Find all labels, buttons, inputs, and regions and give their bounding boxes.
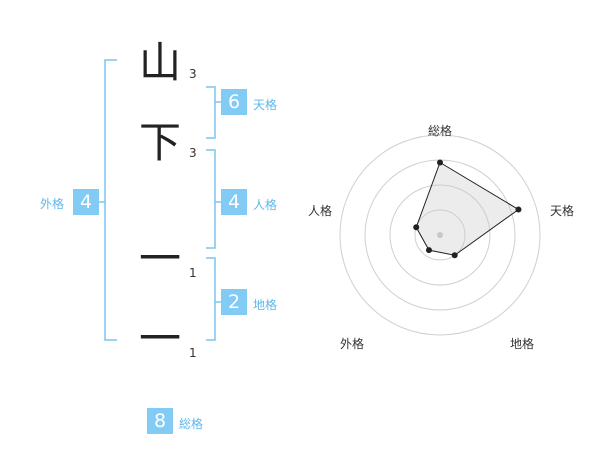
- name-char-3: 一: [138, 234, 181, 283]
- tenkaku-bracket: [206, 86, 216, 139]
- radar-point-1: [437, 159, 443, 166]
- chikaku-label: 地格: [253, 298, 278, 312]
- chikaku-badge: 2: [221, 289, 247, 315]
- radar-grid-ring: [414, 209, 466, 261]
- radar-label-chikaku: 地格: [510, 337, 535, 351]
- tenkaku-label: 天格: [253, 98, 278, 112]
- jinkaku-bracket: [206, 149, 216, 249]
- stroke-count-2: 3: [189, 146, 197, 160]
- radar-label-jinkaku: 人格: [308, 204, 333, 218]
- radar-label-gaikaku: 外格: [340, 337, 365, 351]
- jinkaku-badge: 4: [221, 189, 247, 215]
- soukaku-badge: 8: [147, 408, 173, 434]
- gaikaku-badge: 4: [73, 189, 99, 215]
- radar-point-4: [425, 247, 432, 254]
- stroke-count-4: 1: [189, 346, 197, 360]
- tenkaku-badge: 6: [221, 89, 247, 115]
- name-char-1: 山: [138, 38, 181, 87]
- radar-grid-ring: [389, 184, 491, 286]
- radar-point-2: [515, 206, 522, 213]
- radar-label-soukaku: 総格: [428, 124, 453, 138]
- name-char-2: 下: [138, 118, 181, 167]
- radar-label-tenkaku: 天格: [550, 204, 575, 218]
- radar-point-3: [451, 252, 458, 259]
- soukaku-label: 総格: [179, 417, 204, 431]
- radar-point-5: [413, 224, 420, 231]
- stroke-count-1: 3: [189, 67, 197, 81]
- jinkaku-label: 人格: [253, 198, 278, 212]
- radar-data-polygon: [415, 161, 520, 256]
- gaikaku-bracket: [104, 59, 117, 341]
- chikaku-bracket: [206, 257, 216, 341]
- stroke-count-3: 1: [189, 266, 197, 280]
- radar-center-dot: [437, 232, 443, 238]
- radar-grid-ring: [339, 134, 541, 336]
- gaikaku-label: 外格: [40, 197, 65, 211]
- name-char-4: 一: [138, 314, 181, 363]
